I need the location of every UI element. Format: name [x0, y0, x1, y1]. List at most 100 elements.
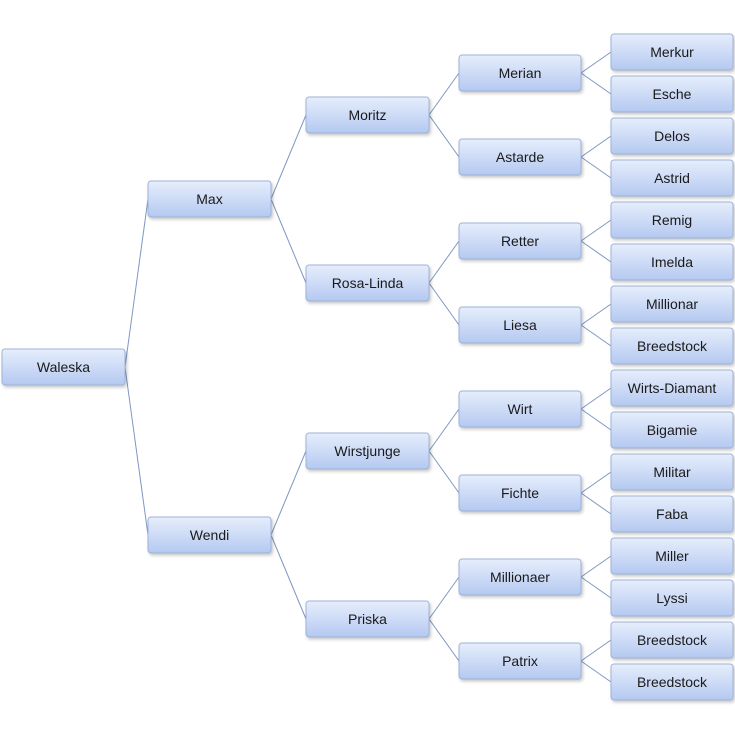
node-box [305, 264, 430, 302]
node-label: Esche [653, 86, 692, 102]
node-label: Moritz [348, 107, 386, 123]
tree-node-patrix: Patrix [458, 642, 582, 680]
node-label: Imelda [651, 254, 693, 270]
tree-node-waleska: Waleska [1, 348, 126, 386]
node-box [610, 579, 734, 617]
node-label: Fichte [501, 485, 539, 501]
connector-line [580, 408, 612, 431]
tree-node-faba: Faba [610, 495, 734, 533]
node-label: Astarde [496, 149, 544, 165]
node-label: Delos [654, 128, 690, 144]
node-label: Lyssi [656, 590, 687, 606]
connector-line [270, 114, 307, 200]
connector-line [124, 198, 149, 368]
node-label: Rosa-Linda [332, 275, 404, 291]
node-label: Wendi [190, 527, 229, 543]
tree-node-astarde: Astarde [458, 138, 582, 176]
node-label: Remig [652, 212, 692, 228]
node-label: Wirts-Diamant [628, 380, 717, 396]
node-label: Patrix [502, 653, 538, 669]
node-box [147, 180, 272, 218]
tree-node-militar: Militar [610, 453, 734, 491]
node-box [610, 537, 734, 575]
node-label: Bigamie [647, 422, 698, 438]
tree-node-breedstock: Breedstock [610, 663, 734, 701]
connector-line [580, 135, 612, 158]
connector-line [270, 198, 307, 284]
tree-node-esche: Esche [610, 75, 734, 113]
connector-line [580, 660, 612, 683]
node-label: Astrid [654, 170, 690, 186]
node-box [610, 621, 734, 659]
tree-node-wirstjunge: Wirstjunge [305, 432, 430, 470]
tree-node-fichte: Fichte [458, 474, 582, 512]
tree-node-astrid: Astrid [610, 159, 734, 197]
tree-node-millionaer: Millionaer [458, 558, 582, 596]
connector-line [428, 72, 460, 116]
node-box [610, 75, 734, 113]
node-box [610, 243, 734, 281]
connector-line [580, 240, 612, 263]
node-box [610, 285, 734, 323]
connector-line [580, 303, 612, 326]
connector-line [580, 639, 612, 662]
node-label: Priska [348, 611, 387, 627]
connector-line [580, 471, 612, 494]
node-box [610, 495, 734, 533]
node-box [458, 558, 582, 596]
node-label: Merian [499, 65, 542, 81]
node-box [458, 138, 582, 176]
connector-line [270, 450, 307, 536]
tree-node-delos: Delos [610, 117, 734, 155]
connector-line [580, 156, 612, 179]
node-box [458, 222, 582, 260]
node-box [610, 117, 734, 155]
node-box [147, 516, 272, 554]
node-label: Breedstock [637, 632, 708, 648]
node-box [305, 432, 430, 470]
node-label: Miller [655, 548, 689, 564]
node-label: Millionaer [490, 569, 550, 585]
node-label: Retter [501, 233, 539, 249]
tree-node-lyssi: Lyssi [610, 579, 734, 617]
node-box [610, 201, 734, 239]
tree-node-merkur: Merkur [610, 33, 734, 71]
tree-node-liesa: Liesa [458, 306, 582, 344]
tree-node-imelda: Imelda [610, 243, 734, 281]
tree-node-priska: Priska [305, 600, 430, 638]
tree-node-max: Max [147, 180, 272, 218]
node-label: Wirt [508, 401, 533, 417]
node-label: Wirstjunge [334, 443, 400, 459]
tree-node-wirt: Wirt [458, 390, 582, 428]
connector-line [428, 618, 460, 662]
tree-node-millionar: Millionar [610, 285, 734, 323]
node-label: Max [196, 191, 222, 207]
node-box [458, 642, 582, 680]
connector-layer [124, 51, 612, 683]
tree-node-moritz: Moritz [305, 96, 430, 134]
node-box [610, 159, 734, 197]
tree-node-miller: Miller [610, 537, 734, 575]
connector-line [580, 387, 612, 410]
tree-node-rosa-linda: Rosa-Linda [305, 264, 430, 302]
node-label: Millionar [646, 296, 698, 312]
connector-line [580, 576, 612, 599]
connector-line [580, 219, 612, 242]
connector-line [428, 114, 460, 158]
node-label: Breedstock [637, 338, 708, 354]
connector-line [580, 324, 612, 347]
node-box [305, 600, 430, 638]
node-box [1, 348, 126, 386]
connector-line [124, 366, 149, 536]
connector-line [428, 282, 460, 326]
node-box [610, 33, 734, 71]
connector-line [580, 492, 612, 515]
node-box [610, 453, 734, 491]
node-label: Breedstock [637, 674, 708, 690]
node-box [610, 663, 734, 701]
node-box [458, 54, 582, 92]
node-label: Liesa [503, 317, 537, 333]
node-box [458, 390, 582, 428]
connector-line [428, 576, 460, 620]
